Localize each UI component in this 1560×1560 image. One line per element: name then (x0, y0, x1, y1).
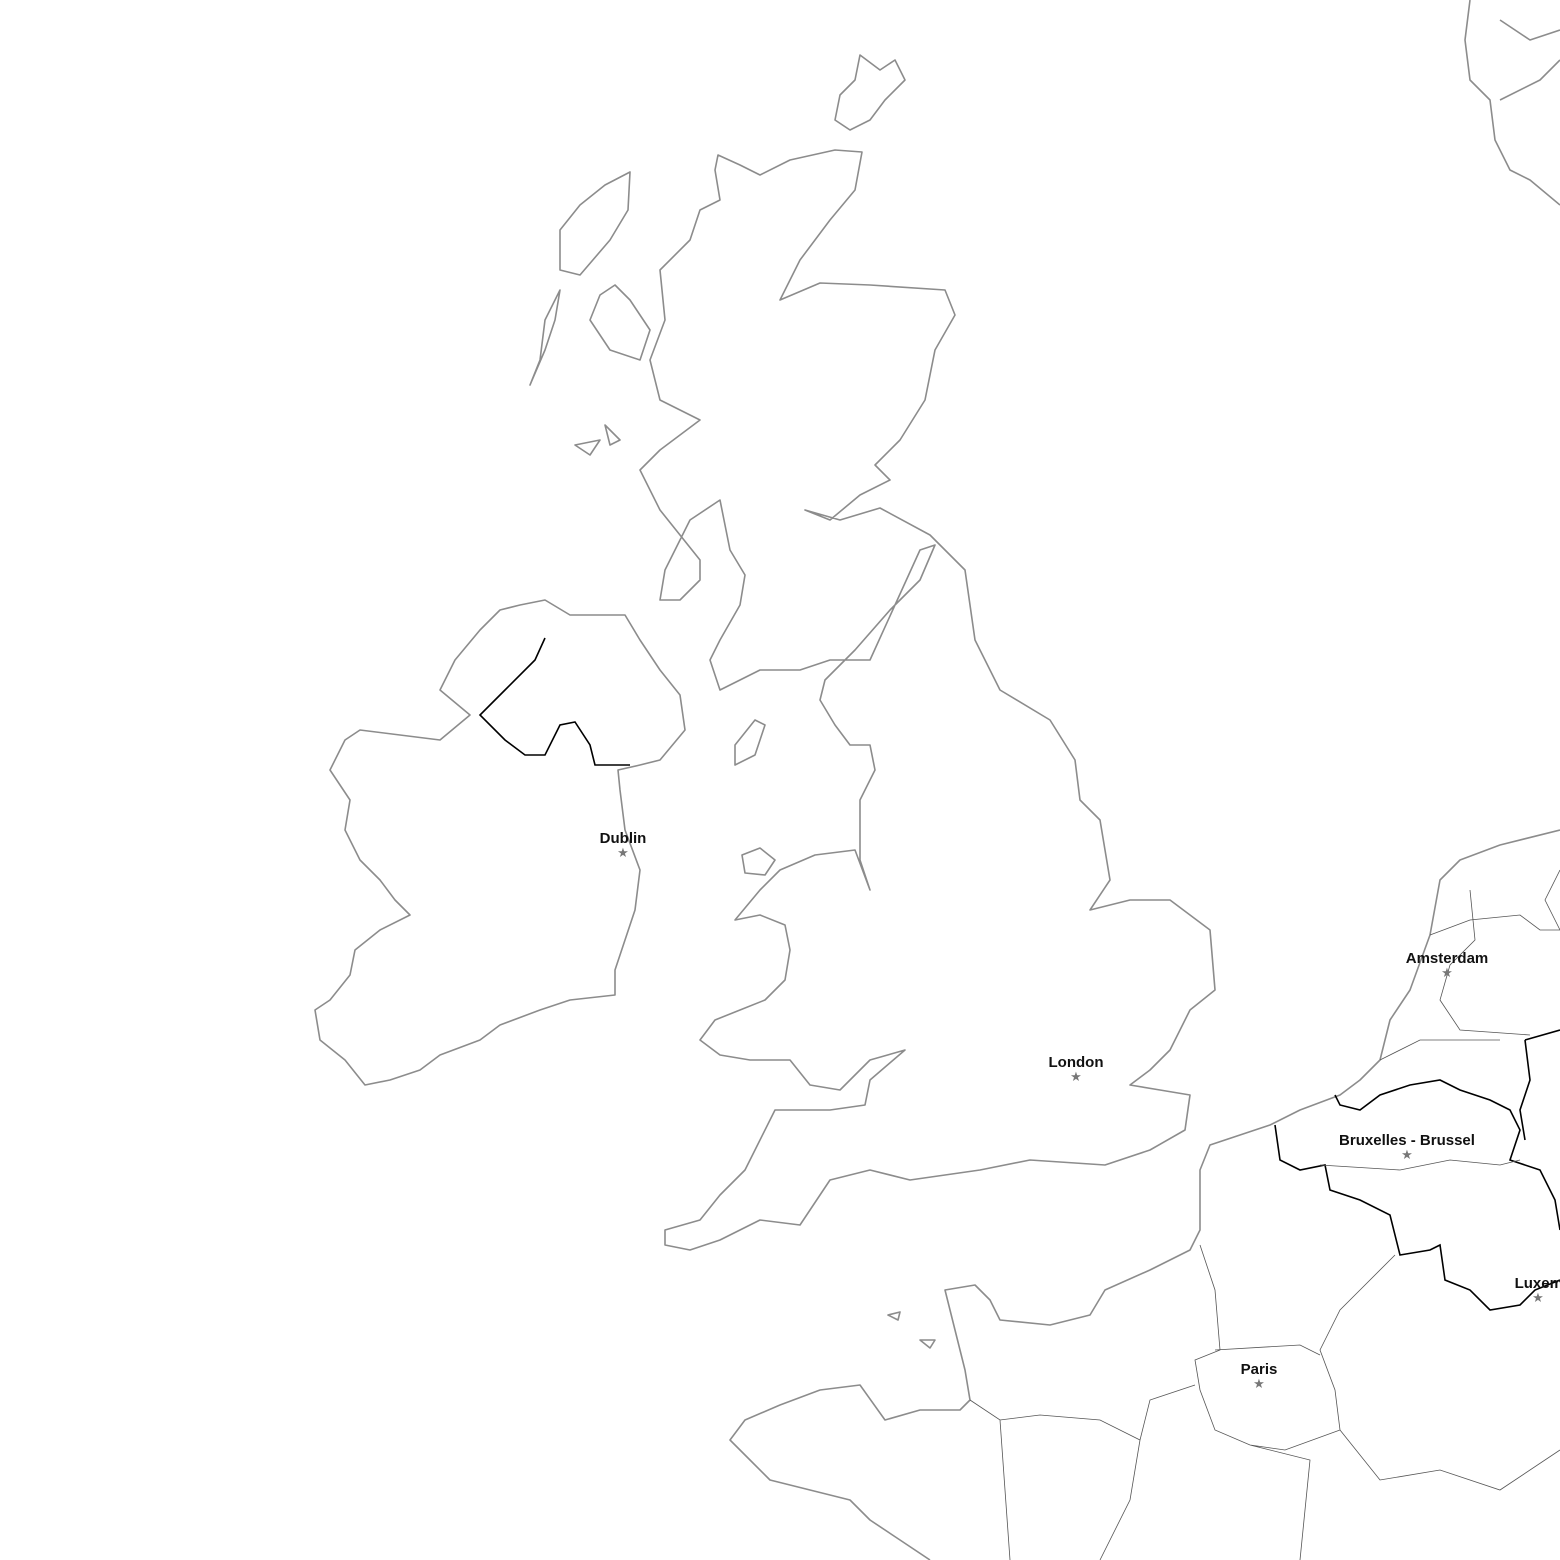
star-icon[interactable]: ★ (1532, 1290, 1544, 1305)
star-icon[interactable]: ★ (617, 845, 629, 860)
ni-border (478, 637, 630, 766)
star-icon[interactable]: ★ (1401, 1147, 1413, 1162)
continent-coastline (729, 829, 1560, 1560)
city-label-london: London (1048, 1054, 1104, 1071)
ireland-coastline (314, 599, 686, 1086)
norway-coastline (1464, 0, 1560, 206)
city-label-dublin: Dublin (599, 830, 647, 847)
star-icon[interactable]: ★ (1253, 1376, 1265, 1391)
anglesey-coastline (741, 847, 776, 876)
great-britain-coastline (639, 149, 1216, 1251)
city-label-brussels: Bruxelles - Brussel (1339, 1132, 1475, 1149)
netherlands-germany-border (1519, 1029, 1560, 1141)
city-label-amsterdam: Amsterdam (1405, 950, 1489, 967)
city-label-paris: Paris (1240, 1361, 1278, 1378)
belgium-border (1274, 1079, 1560, 1311)
star-icon[interactable]: ★ (1441, 965, 1453, 980)
isle-of-man-coastline (734, 719, 766, 766)
admin-borders (969, 869, 1560, 1560)
skye-coastline (574, 284, 651, 456)
orkney-coastline (834, 54, 906, 131)
city-label-luxembourg: Luxembourg (1514, 1275, 1560, 1292)
star-icon[interactable]: ★ (1070, 1069, 1082, 1084)
outer-hebrides-coastline (529, 171, 631, 386)
channel-islands (887, 1311, 936, 1349)
